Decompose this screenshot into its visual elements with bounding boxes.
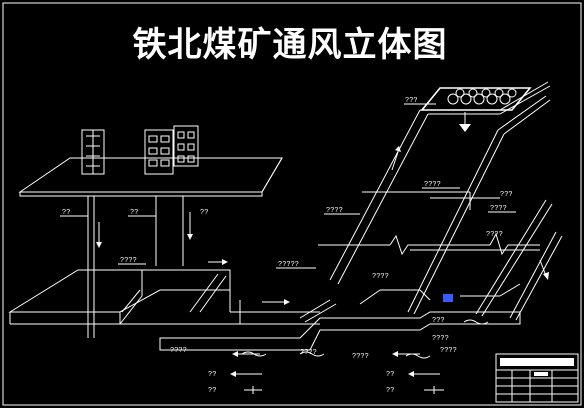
main-roadway: [8, 269, 320, 325]
label-stope-e: ????: [352, 353, 369, 361]
legend-label-3: ??: [386, 371, 394, 379]
label-upper-level: ????: [424, 181, 441, 189]
label-stope-f: ????: [486, 231, 503, 239]
building-left: [81, 129, 105, 175]
exhaust-arrow-icon: [459, 112, 471, 132]
building-right: [173, 125, 199, 167]
building-middle: [144, 129, 174, 175]
label-shaft-c: ??: [200, 209, 208, 217]
label-inclined-a: ????: [326, 207, 343, 215]
title-block: [495, 353, 579, 403]
main-fan-house: [420, 87, 532, 111]
label-stope-c: ????: [440, 347, 457, 355]
inclined-shaft-far-right: [475, 199, 563, 321]
legend: ?? ?? ?? ??: [208, 371, 444, 395]
working-level-middle: [318, 232, 540, 256]
inclined-shaft-right: [407, 95, 551, 315]
stope-links: [299, 283, 521, 323]
legend-label-1: ??: [208, 371, 216, 379]
airflow-arrow-icon: [96, 146, 549, 357]
diagram-title: 铁北煤矿通风立体图: [133, 25, 448, 65]
label-stope-b: ????: [432, 335, 449, 343]
lower-roadway: [159, 311, 521, 351]
secondary-shaft: [155, 196, 184, 266]
label-roadway-b: ????: [372, 273, 389, 281]
working-level-upper: [362, 191, 500, 210]
legend-label-4: ??: [386, 387, 394, 395]
label-roadway-a: ????: [120, 257, 137, 265]
label-stope-a: ???: [432, 317, 445, 325]
label-right-shaft: ???: [500, 191, 513, 199]
label-stope-d: ????: [300, 349, 317, 357]
label-fan-house: ???: [405, 97, 418, 105]
label-middle-level: ????: [490, 205, 507, 213]
label-roadway-c: ????: [170, 347, 187, 355]
legend-label-2: ??: [208, 387, 216, 395]
label-shaft-a: ??: [62, 209, 70, 217]
main-shaft: [87, 196, 95, 338]
label-shaft-b: ??: [130, 209, 138, 217]
surface-slab: [18, 157, 283, 197]
roadway-wavy-marks: [241, 319, 489, 359]
pump-station-marker: [443, 294, 453, 302]
label-inclined-b: ?????: [278, 261, 299, 269]
